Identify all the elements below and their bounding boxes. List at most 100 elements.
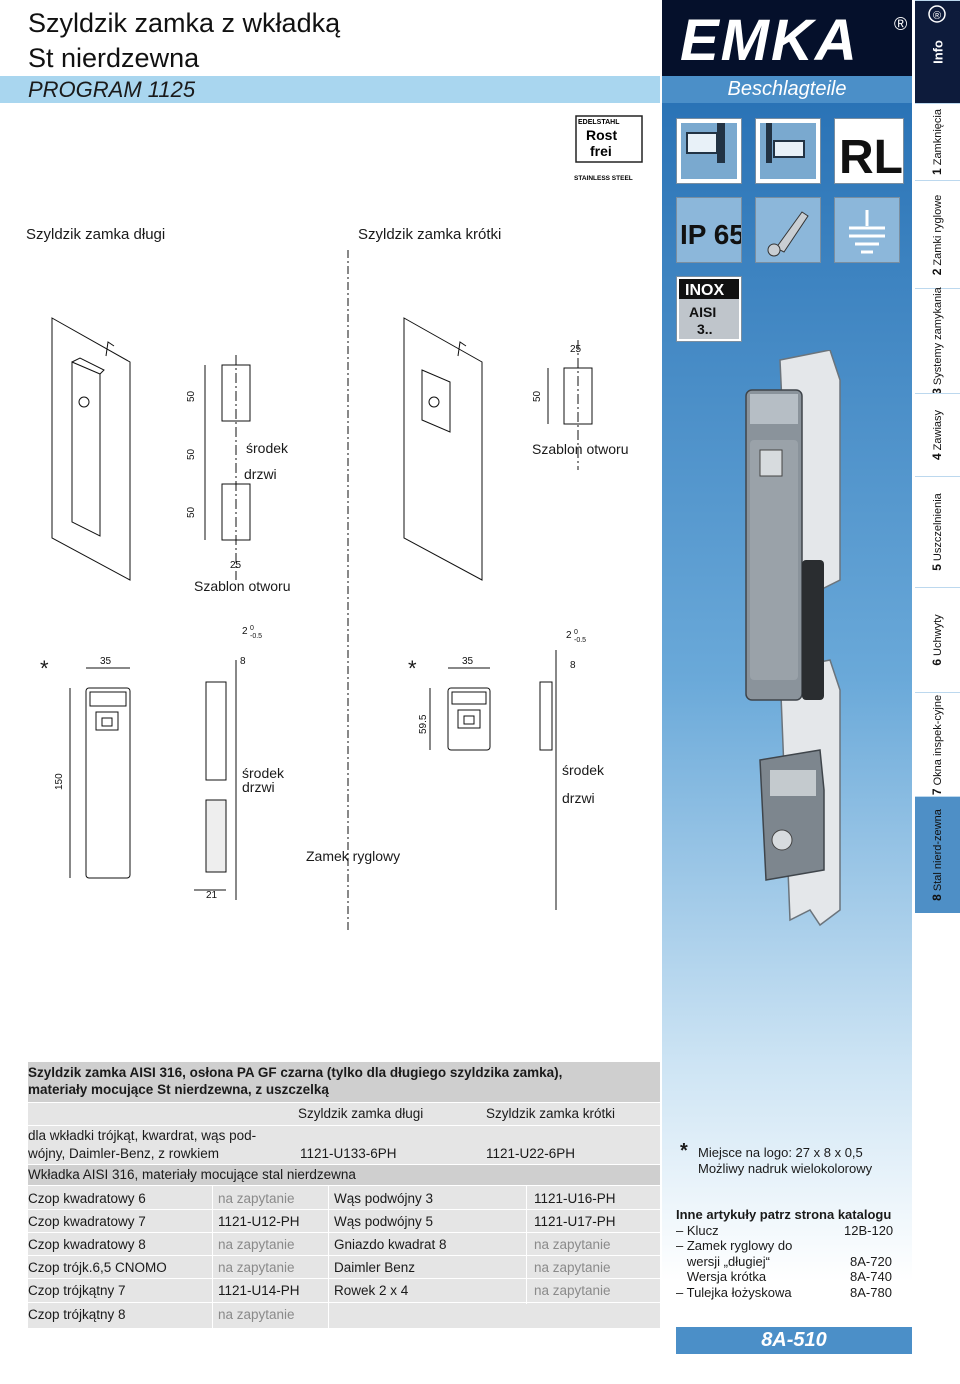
col-short-header: Szyldzik zamka krótki (486, 1106, 616, 1121)
table-row: Czop kwadratowy 8 na zapytanie Gniazdo k… (28, 1237, 611, 1252)
tab-zamkniecia[interactable]: 1Zamknięcia (915, 103, 960, 180)
model-row (28, 1126, 660, 1164)
svg-text:35: 35 (100, 656, 112, 667)
stainless-steel-badge: EDELSTAHL Rost frei STAINLESS STEEL (574, 115, 643, 182)
registered-icon: ® (915, 0, 960, 23)
brand-subtitle: Beschlagteile (662, 76, 912, 103)
svg-text:RL: RL (839, 131, 903, 183)
tab-zamki-ryglowe[interactable]: 2Zamki ryglowe (915, 180, 960, 288)
svg-text:50: 50 (532, 390, 543, 402)
related-item: – Zamek ryglowy do (676, 1238, 793, 1253)
svg-text:Rost: Rost (586, 127, 617, 143)
registered-mark: ® (894, 14, 907, 34)
latch-lock-label: Zamek ryglowy (306, 848, 401, 864)
table-row: Czop kwadratowy 7 1121-U12-PH Wąs podwój… (28, 1214, 616, 1229)
long-plate-title: Szyldzik zamka długi (26, 226, 166, 243)
key-icon (755, 197, 821, 263)
col-long-header: Szyldzik zamka długi (298, 1106, 424, 1121)
program-label: PROGRAM 1125 (28, 77, 196, 102)
technical-drawing: 50 50 50 25 25 50 35 2 0 -0.5 8 150 21 3… (51, 250, 593, 930)
asterisk-long: * (40, 656, 49, 681)
related-title: Inne artykuły patrz strona katalogu (676, 1207, 892, 1222)
svg-text:frei: frei (590, 143, 612, 159)
table-row: Czop trójk.6,5 CNOMO na zapytanie Daimle… (28, 1260, 611, 1275)
svg-text:IP 65: IP 65 (680, 219, 741, 250)
door-label-1: drzwi (244, 466, 277, 482)
intro-line2: materiały mocujące St nierdzewna, z uszc… (28, 1082, 329, 1097)
svg-text:INOX: INOX (685, 282, 724, 299)
svg-text:25: 25 (570, 344, 582, 355)
tab-info[interactable]: Info (915, 0, 960, 103)
tab-systemy-zamykania[interactable]: 3Systemy zamykania (915, 287, 960, 395)
program-bar (0, 76, 660, 103)
tab-uszczelnienia[interactable]: 5Uszczelnienia (915, 476, 960, 587)
tab-stal-nierdzewna[interactable]: 8Stal nierd-zewna (915, 796, 960, 913)
svg-text:0: 0 (250, 625, 254, 632)
emka-logo: EMKA ® (680, 8, 907, 70)
short-part-number: 1121-U22-6PH (486, 1146, 576, 1161)
asterisk-short: * (408, 656, 417, 681)
long-part-number: 1121-U133-6PH (300, 1146, 397, 1161)
svg-text:8: 8 (240, 656, 246, 667)
short-plate-title: Szyldzik zamka krótki (358, 226, 502, 243)
note-line1: Miejsce na logo: 27 x 8 x 0,5 (698, 1145, 863, 1160)
table-row: Czop trójkątny 7 1121-U14-PH Rowek 2 x 4… (28, 1283, 611, 1298)
door-label-3: drzwi (562, 790, 595, 806)
svg-text:35: 35 (462, 656, 474, 667)
center-label-3: środek (562, 762, 605, 778)
insert-header-band (28, 1165, 660, 1185)
template-label-short: Szablon otworu (532, 441, 629, 457)
svg-text:50: 50 (186, 390, 197, 402)
note-asterisk: * (680, 1140, 688, 1162)
svg-text:®: ® (933, 10, 941, 22)
door-label-2: drzwi (242, 779, 275, 795)
tab-okna-inspekcyjne[interactable]: 7Okna inspek-cyjne (915, 692, 960, 796)
product-photo (745, 350, 841, 927)
svg-text:0: 0 (574, 629, 578, 636)
intro-band (28, 1062, 660, 1102)
table-row: Czop trójkątny 8 na zapytanie (28, 1307, 295, 1322)
svg-text:2: 2 (566, 630, 572, 641)
svg-text:-0.5: -0.5 (574, 637, 586, 644)
related-articles: Inne artykuły patrz strona katalogu – Kl… (676, 1207, 916, 1300)
center-label-2: środek (242, 765, 285, 781)
svg-text:25: 25 (230, 560, 242, 571)
intro-line1: Szyldzik zamka AISI 316, osłona PA GF cz… (28, 1065, 563, 1080)
center-label-1: środek (246, 440, 289, 456)
svg-text:AISI: AISI (689, 304, 716, 320)
svg-text:STAINLESS STEEL: STAINLESS STEEL (574, 175, 633, 182)
svg-text:-0.5: -0.5 (250, 633, 262, 640)
page-title-line2: St nierdzewna (28, 43, 200, 73)
tab-uchwyty[interactable]: 6Uchwyty (915, 587, 960, 692)
svg-text:EDELSTAHL: EDELSTAHL (578, 119, 620, 126)
svg-text:2: 2 (242, 626, 248, 637)
rl-icon: RL (834, 118, 904, 184)
mounting-icon-1 (676, 118, 742, 184)
note-line2: Możliwy nadruk wielokolorowy (698, 1161, 873, 1176)
mounting-icon-2 (755, 118, 821, 184)
ip65-icon: IP 65 (676, 197, 745, 263)
model-row-label-1: dla wkładki trójkąt, kwardrat, wąs pod- (28, 1128, 257, 1143)
template-label-long: Szablon otworu (194, 578, 291, 594)
column-header-row (28, 1103, 660, 1125)
svg-text:150: 150 (54, 773, 65, 790)
page-title: Szyldzik zamka z wkładką (28, 8, 341, 38)
page-number: 8A-510 (676, 1327, 912, 1354)
svg-text:8: 8 (570, 660, 576, 671)
insert-header: Wkładka AISI 316, materiały mocujące sta… (28, 1167, 356, 1182)
svg-text:21: 21 (206, 890, 218, 901)
table-row: Czop kwadratowy 6 na zapytanie Wąs podwó… (28, 1191, 616, 1206)
related-item: wersji „długiej“8A-720 (676, 1253, 892, 1269)
svg-text:3..: 3.. (697, 321, 713, 337)
model-row-label-2: wójny, Daimler-Benz, z rowkiem (28, 1146, 220, 1161)
svg-text:50: 50 (186, 506, 197, 518)
ground-icon (834, 197, 900, 263)
brand-text: EMKA (680, 8, 859, 70)
svg-text:50: 50 (186, 448, 197, 460)
tab-zawiasy[interactable]: 4Zawiasy (915, 393, 960, 476)
svg-text:59.5: 59.5 (418, 714, 429, 734)
